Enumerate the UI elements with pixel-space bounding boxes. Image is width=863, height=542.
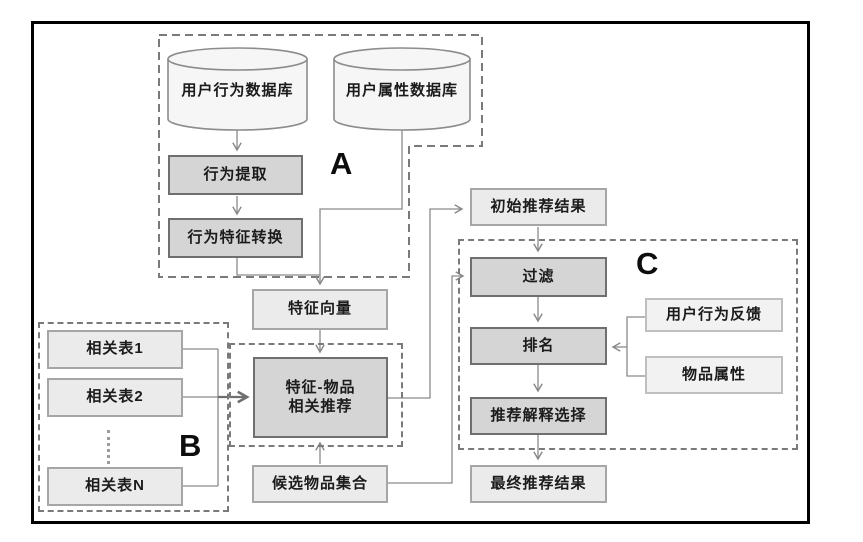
node-final-rec-result: 最终推荐结果 bbox=[470, 465, 607, 503]
node-related-table-1: 相关表1 bbox=[47, 330, 183, 369]
arrow-db2-to-feature-vector bbox=[315, 130, 403, 286]
node-rec-explain-select: 推荐解释选择 bbox=[470, 397, 607, 435]
node-initial-rec-result: 初始推荐结果 bbox=[470, 188, 607, 226]
node-item-attribute: 物品属性 bbox=[645, 356, 783, 394]
user-behavior-db-cylinder bbox=[167, 47, 308, 131]
node-candidate-item-set: 候选物品集合 bbox=[252, 465, 388, 503]
node-ranking: 排名 bbox=[470, 327, 607, 365]
line-tables-collector bbox=[183, 348, 219, 487]
node-filter: 过滤 bbox=[470, 257, 607, 297]
node-related-table-2: 相关表2 bbox=[47, 378, 183, 417]
outer-frame bbox=[31, 21, 810, 524]
group-a-outline bbox=[158, 34, 483, 278]
arrow-rec-to-initial-result bbox=[388, 204, 464, 399]
line-convert-to-merge bbox=[236, 258, 320, 276]
node-user-behavior-feedback: 用户行为反馈 bbox=[645, 298, 783, 332]
group-a-label: A bbox=[330, 146, 353, 181]
node-related-table-n: 相关表N bbox=[47, 467, 183, 506]
node-feature-vector: 特征向量 bbox=[252, 289, 388, 330]
group-b-outline bbox=[38, 322, 229, 512]
group-c-label: C bbox=[636, 246, 659, 281]
feature-item-rec-outline bbox=[229, 343, 403, 447]
ellipsis-dots bbox=[107, 430, 110, 464]
node-user-behavior-db: 用户行为数据库 bbox=[181, 81, 294, 99]
node-behavior-extract: 行为提取 bbox=[168, 155, 303, 195]
user-attr-db-cylinder bbox=[333, 47, 471, 131]
node-user-attr-db: 用户属性数据库 bbox=[345, 81, 458, 99]
arrow-candidate-to-filter bbox=[388, 271, 465, 484]
group-c-outline bbox=[458, 239, 798, 450]
node-feature-item-rec: 特征-物品 相关推荐 bbox=[253, 357, 388, 438]
group-b-label: B bbox=[179, 428, 202, 463]
node-behavior-feature-convert: 行为特征转换 bbox=[168, 218, 303, 258]
